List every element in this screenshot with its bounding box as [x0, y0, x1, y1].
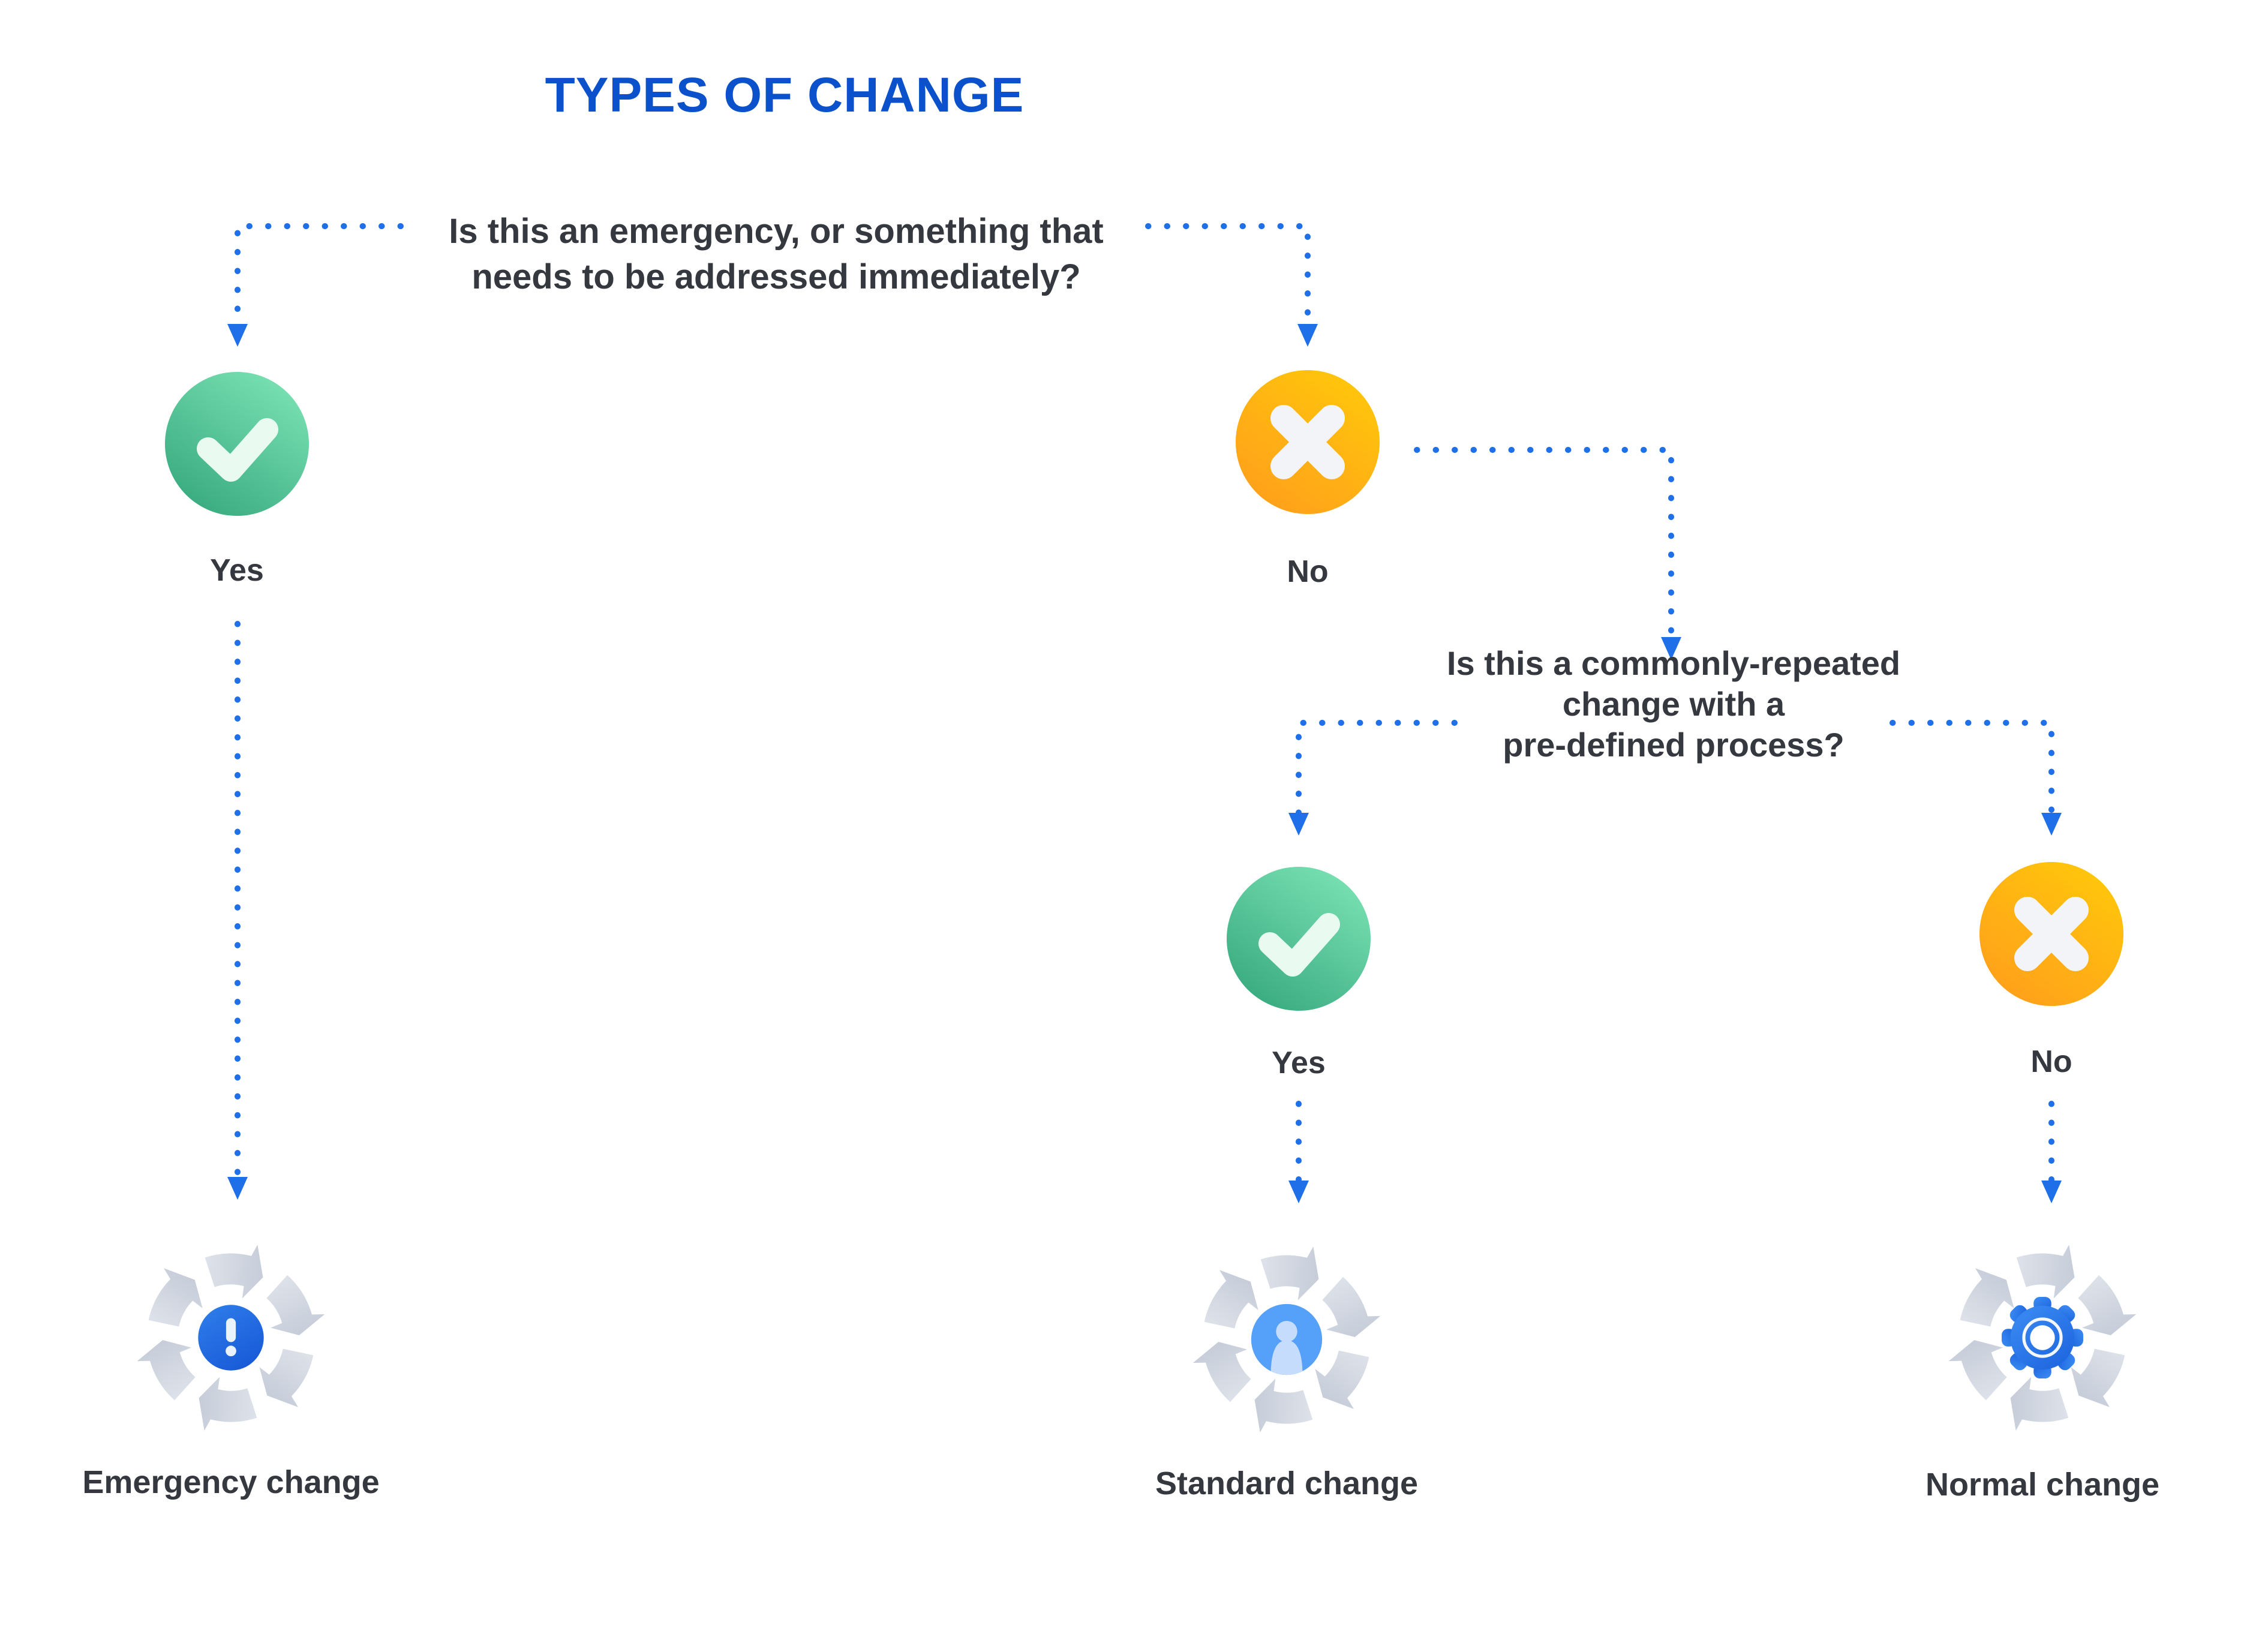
q2-no-node [1979, 862, 2123, 1006]
question-1-line2: needs to be addressed immediately? [471, 257, 1081, 296]
page-title: TYPES OF CHANGE [545, 68, 1025, 122]
question-2-line3: pre-defined process? [1503, 726, 1845, 764]
outcome-label-emergency: Emergency change [82, 1464, 380, 1500]
q2-yes-node [1227, 867, 1371, 1011]
x-icon [1270, 405, 1345, 479]
gear-cycle-icon [1940, 1236, 2144, 1440]
arrowhead-icon [1297, 324, 1318, 347]
q1-no-label: No [1287, 554, 1329, 589]
question-2-line1: Is this a commonly-repeated [1446, 644, 1901, 682]
q2-no-label: No [2030, 1044, 2072, 1079]
arrowhead-icon [1288, 1181, 1309, 1203]
check-icon [197, 418, 278, 482]
question-2-line2: change with a [1562, 685, 1785, 723]
question-1-line1: Is this an emergency, or something that [449, 212, 1104, 251]
q1-yes-label: Yes [210, 553, 264, 588]
user-cycle-icon [1185, 1237, 1389, 1441]
q1-yes-node [165, 372, 309, 516]
q1-yes-connector [235, 223, 404, 327]
question-2: Is this a commonly-repeated change with … [1447, 643, 1900, 765]
q2-yes-label: Yes [1272, 1046, 1326, 1080]
outcome-label-normal: Normal change [1925, 1467, 2160, 1503]
outcome-label-standard: Standard change [1155, 1465, 1419, 1501]
arrowhead-icon [227, 324, 248, 347]
no-to-q2-connector [1414, 447, 1674, 640]
check-icon [1258, 913, 1340, 977]
arrowhead-icon [1288, 813, 1309, 836]
q1-no-node [1236, 370, 1380, 514]
x-icon [2014, 897, 2089, 971]
q1-no-connector [1145, 223, 1311, 327]
q2-yes-connector [1296, 720, 1458, 816]
arrowhead-icon [2041, 1181, 2062, 1203]
arrowhead-icon [2041, 813, 2062, 836]
q2-no-connector [1890, 720, 2054, 816]
arrowhead-icon [227, 1177, 248, 1200]
alert-cycle-icon [129, 1236, 333, 1440]
question-1: Is this an emergency, or something that … [449, 209, 1104, 300]
